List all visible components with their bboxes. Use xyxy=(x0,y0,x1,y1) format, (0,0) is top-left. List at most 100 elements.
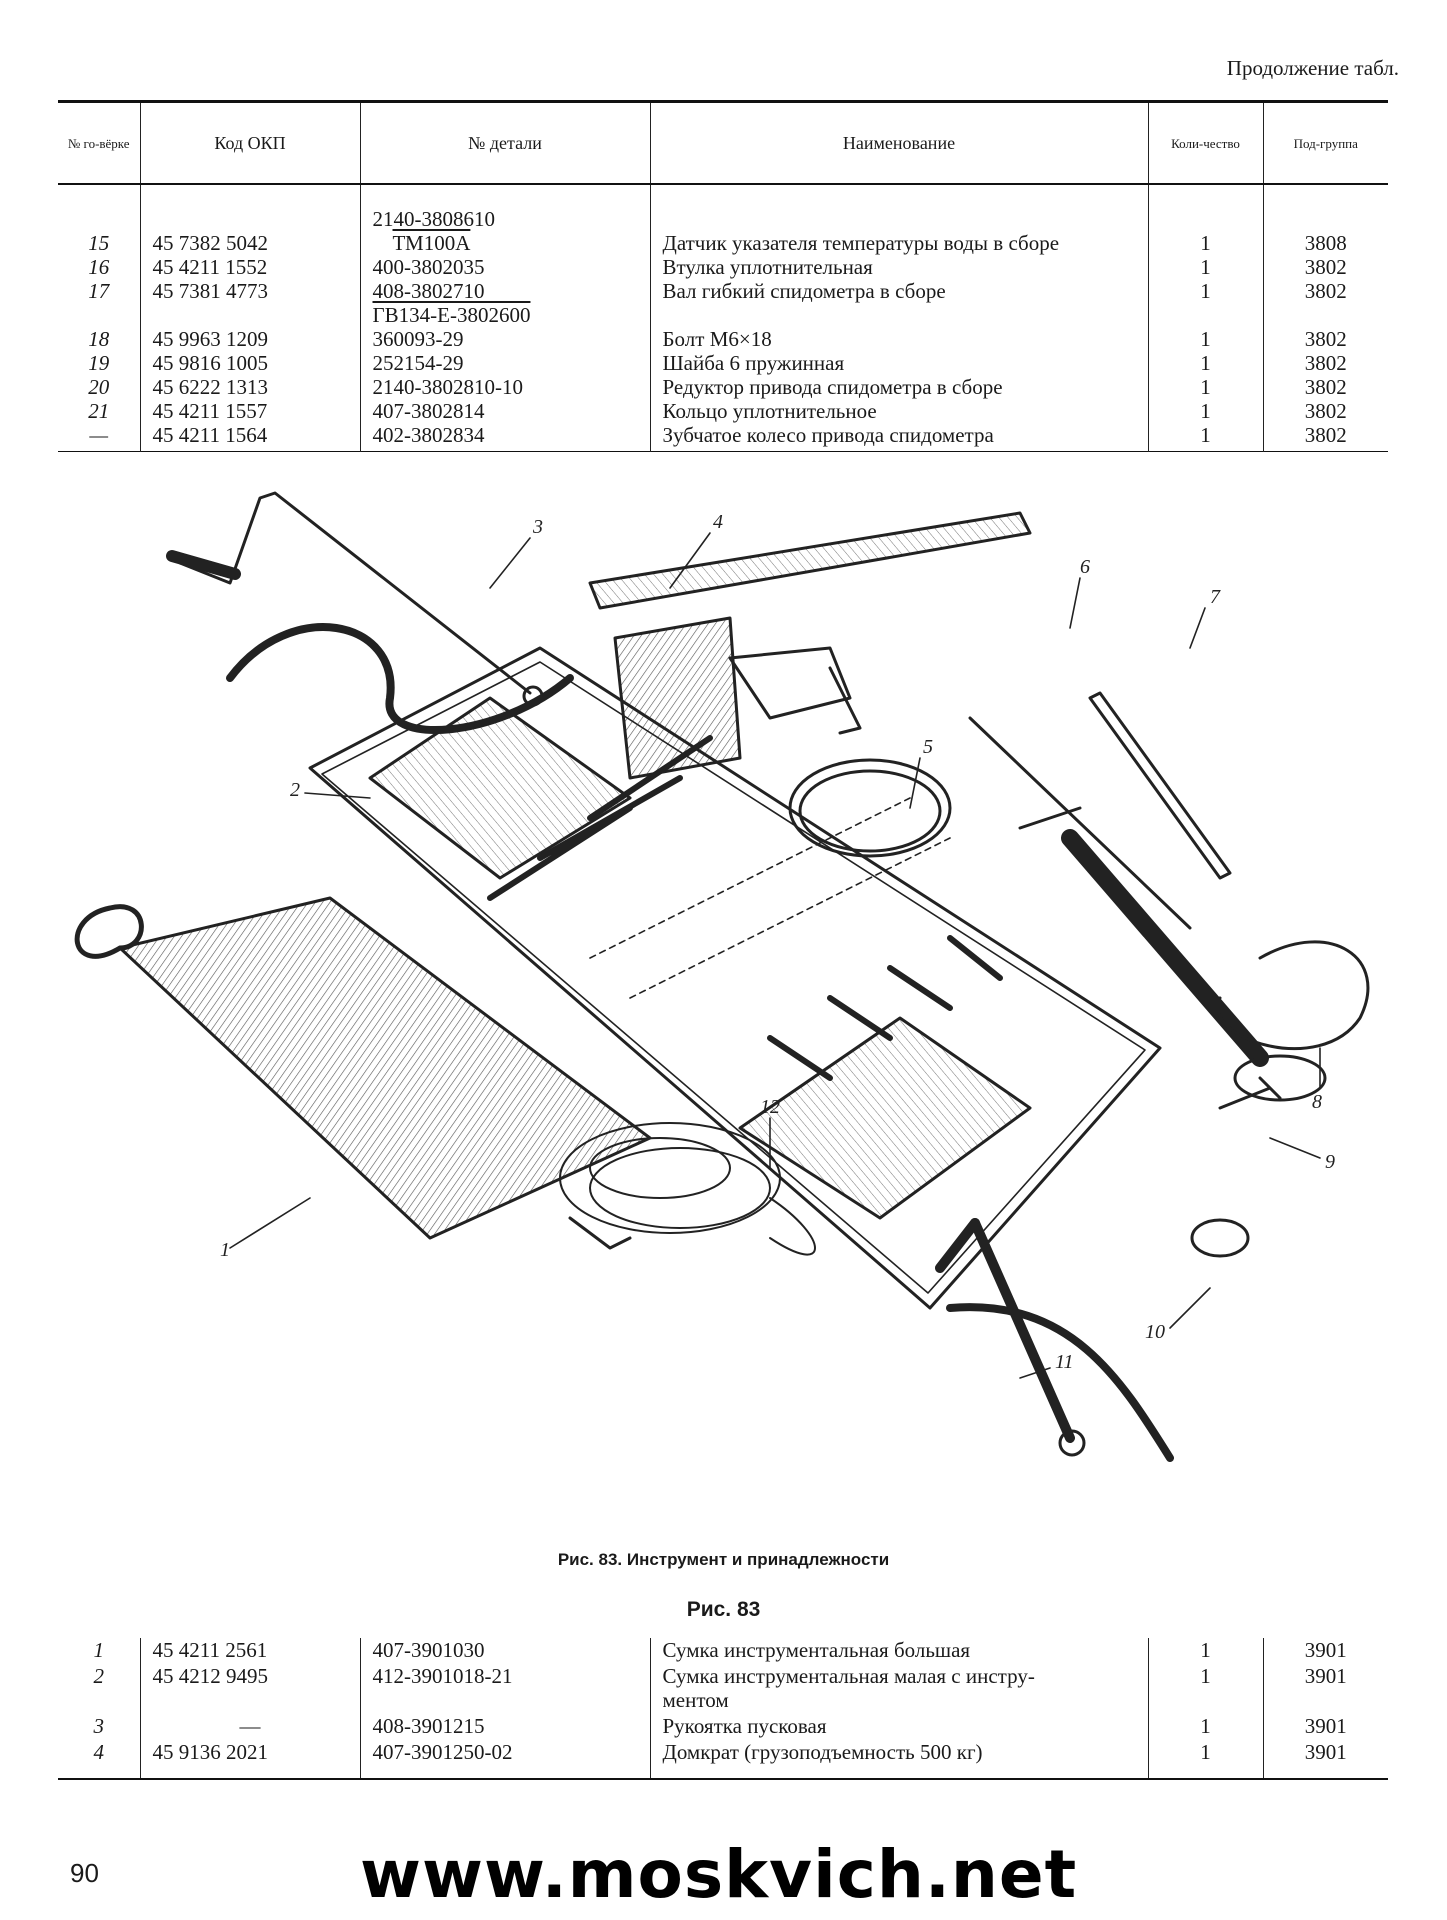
cell-part: 407-3901030 xyxy=(359,1638,650,1664)
cell-group: 3901 xyxy=(1262,1740,1388,1779)
cell-okp: 45 4211 2561 xyxy=(139,1638,360,1664)
cell-group: 3901 xyxy=(1262,1714,1388,1740)
part-number: 408-3802710 xyxy=(372,279,485,303)
cell-okp: 45 4212 9495 xyxy=(139,1664,360,1714)
name-line: ментом xyxy=(662,1688,729,1712)
table-row: 20 45 6222 1313 2140-3802810-10 Редуктор… xyxy=(58,375,1388,399)
table-row: — 45 4211 1564 402-3802834 Зубчатое коле… xyxy=(58,423,1388,452)
cell-group: 3802 xyxy=(1262,375,1388,399)
cell-name: Болт М6×18 xyxy=(649,327,1148,351)
cell-qty: 1 xyxy=(1147,1740,1263,1779)
cell-part: 402-3802834 xyxy=(359,423,650,452)
callout-8: 8 xyxy=(1312,1091,1322,1113)
cell-part: 2140-3802810-10 xyxy=(359,375,650,399)
cell-pos: 20 xyxy=(88,375,110,399)
col-header-name: Наименование xyxy=(649,101,1148,185)
table-row: 17 45 7381 4773 408-3802710 ГВ134-Е-3802… xyxy=(58,279,1388,327)
cell-okp: 45 9816 1005 xyxy=(139,351,360,375)
cell-part: 412-3901018-21 xyxy=(359,1664,650,1714)
cell-qty: 1 xyxy=(1147,184,1263,255)
cell-qty: 1 xyxy=(1147,399,1263,423)
cell-group: 3802 xyxy=(1262,399,1388,423)
cell-name: Редуктор привода спидометра в сборе xyxy=(649,375,1148,399)
cell-qty: 1 xyxy=(1147,1714,1263,1740)
part-number: 2140-3808610 xyxy=(372,207,496,231)
cell-pos: 1 xyxy=(93,1638,105,1662)
table-row: 18 45 9963 1209 360093-29 Болт М6×18 1 3… xyxy=(58,327,1388,351)
parts-table-2: 1 45 4211 2561 407-3901030 Сумка инструм… xyxy=(58,1638,1388,1780)
box-wrench xyxy=(935,1218,1086,1457)
cell-name: Рукоятка пусковая xyxy=(649,1714,1148,1740)
cell-qty: 1 xyxy=(1147,351,1263,375)
blade-tool xyxy=(1088,691,1232,880)
small-tool-bag xyxy=(226,623,1174,1462)
cell-okp: — xyxy=(139,1714,360,1740)
cell-part: 400-3802035 xyxy=(359,255,650,279)
cell-pos: — xyxy=(89,423,109,447)
screwdriver xyxy=(968,716,1192,930)
cell-part: 407-3802814 xyxy=(359,399,650,423)
seal-ring xyxy=(788,758,952,858)
callout-10: 10 xyxy=(1145,1321,1165,1343)
cell-pos: 4 xyxy=(93,1740,105,1764)
cell-part: 408-3901215 xyxy=(359,1714,650,1740)
cell-pos: 18 xyxy=(88,327,110,351)
cell-group: 3802 xyxy=(1262,279,1388,327)
cell-group: 3802 xyxy=(1262,351,1388,375)
cell-pos: 16 xyxy=(88,255,110,279)
callout-2: 2 xyxy=(290,779,300,801)
callout-3: 3 xyxy=(532,516,543,538)
table-row: 21 45 4211 1557 407-3802814 Кольцо уплот… xyxy=(58,399,1388,423)
portable-lamp-cable xyxy=(559,1122,816,1256)
cell-pos: 19 xyxy=(88,351,110,375)
callout-6: 6 xyxy=(1080,556,1090,578)
cell-okp: 45 7382 5042 xyxy=(139,184,360,255)
cell-group: 3802 xyxy=(1262,327,1388,351)
table-row: 2 45 4212 9495 412-3901018-21 Сумка инст… xyxy=(58,1664,1388,1714)
cell-name: Сумка инструментальная малая с инстру- м… xyxy=(649,1664,1148,1714)
cell-okp: 45 9136 2021 xyxy=(139,1740,360,1779)
cell-name: Датчик указателя температуры воды в сбор… xyxy=(649,184,1148,255)
cell-name: Шайба 6 пружинная xyxy=(649,351,1148,375)
cell-qty: 1 xyxy=(1147,375,1263,399)
cell-qty: 1 xyxy=(1147,1664,1263,1714)
col-header-okp: Код ОКП xyxy=(139,101,360,185)
starting-handle xyxy=(166,491,544,707)
cell-part: 407-3901250-02 xyxy=(359,1740,650,1779)
part-number-alt: ТМ100А xyxy=(392,231,471,255)
callout-7: 7 xyxy=(1210,586,1221,608)
section-heading: Рис. 83 xyxy=(686,1598,761,1621)
col-header-qty: Коли-чество xyxy=(1147,101,1263,185)
cell-part: 252154-29 xyxy=(359,351,650,375)
website-watermark: www.moskvich.net xyxy=(360,1836,1078,1913)
table-row: 1 45 4211 2561 407-3901030 Сумка инструм… xyxy=(58,1638,1388,1664)
seal-ring-inner xyxy=(798,769,942,853)
name-line: Сумка инструментальная малая с инстру- xyxy=(662,1664,1035,1688)
cell-okp: 45 4211 1552 xyxy=(139,255,360,279)
cell-okp: 45 9963 1209 xyxy=(139,327,360,351)
continuation-label: Продолжение табл. xyxy=(1226,56,1399,80)
cell-pos: 15 xyxy=(88,231,110,255)
callout-1: 1 xyxy=(220,1239,230,1261)
cell-part: 408-3802710 ГВ134-Е-3802600 xyxy=(359,279,650,327)
cell-part: 2140-3808610 ТМ100А xyxy=(359,184,650,255)
cell-qty: 1 xyxy=(1147,1638,1263,1664)
cell-group: 3802 xyxy=(1262,255,1388,279)
cell-name: Втулка уплотнительная xyxy=(649,255,1148,279)
cell-okp: 45 4211 1564 xyxy=(139,423,360,452)
page-number: 90 xyxy=(70,1858,99,1888)
cell-qty: 1 xyxy=(1147,255,1263,279)
table-row: 16 45 4211 1552 400-3802035 Втулка уплот… xyxy=(58,255,1388,279)
figure-caption: Рис. 83. Инструмент и принадлежности xyxy=(557,1550,890,1569)
cell-okp: 45 7381 4773 xyxy=(139,279,360,327)
large-tool-bag xyxy=(74,896,652,1240)
cell-group: 3808 xyxy=(1262,184,1388,255)
cell-qty: 1 xyxy=(1147,327,1263,351)
callout-11: 11 xyxy=(1055,1351,1074,1373)
table-header-row: № го-вёрке Код ОКП № детали Наименование… xyxy=(58,101,1388,185)
cell-part: 360093-29 xyxy=(359,327,650,351)
table-row: 4 45 9136 2021 407-3901250-02 Домкрат (г… xyxy=(58,1740,1388,1779)
valve-cap xyxy=(1190,1218,1250,1258)
jack xyxy=(588,511,1032,780)
col-header-part: № детали xyxy=(359,101,650,185)
